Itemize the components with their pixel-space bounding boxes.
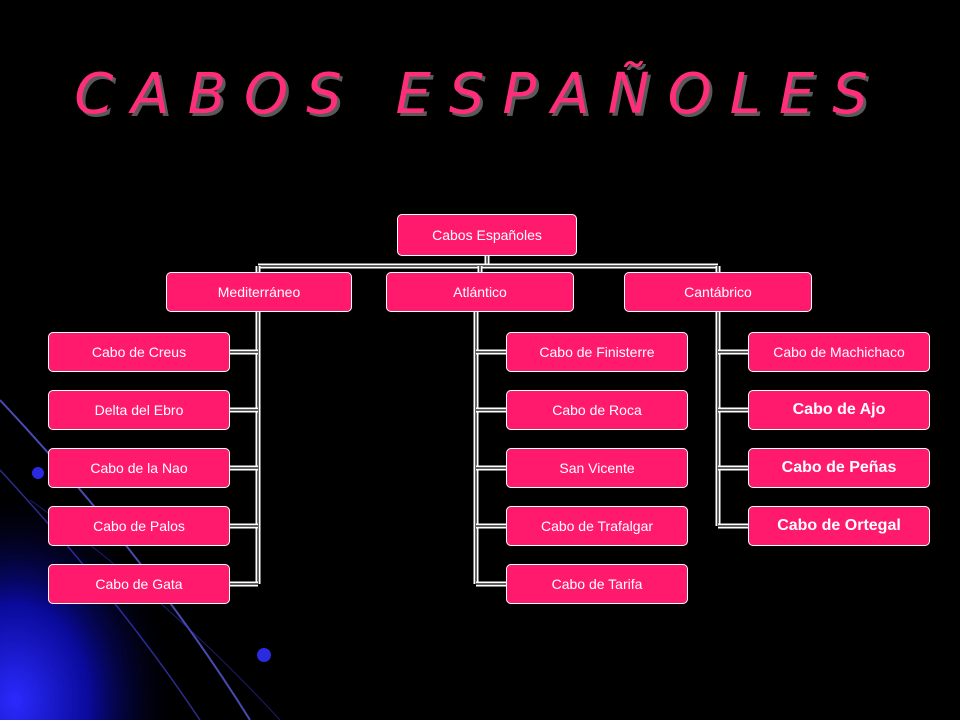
- item-cabo-de-gata: Cabo de Gata: [48, 564, 230, 604]
- item-cabo-de-tarifa: Cabo de Tarifa: [506, 564, 688, 604]
- item-cabo-de-machichaco: Cabo de Machichaco: [748, 332, 930, 372]
- item-cabo-de-la-nao: Cabo de la Nao: [48, 448, 230, 488]
- item-cabo-de-roca: Cabo de Roca: [506, 390, 688, 430]
- item-cabo-de-palos: Cabo de Palos: [48, 506, 230, 546]
- item-cabo-de-penas: Cabo de Peñas: [748, 448, 930, 488]
- item-san-vicente: San Vicente: [506, 448, 688, 488]
- item-cabo-de-finisterre: Cabo de Finisterre: [506, 332, 688, 372]
- branch-atlantico: Atlántico: [386, 272, 574, 312]
- item-cabo-de-creus: Cabo de Creus: [48, 332, 230, 372]
- page-title: CABOS ESPAÑOLES: [74, 62, 886, 127]
- item-cabo-de-ajo: Cabo de Ajo: [748, 390, 930, 430]
- item-cabo-de-trafalgar: Cabo de Trafalgar: [506, 506, 688, 546]
- root-node: Cabos Españoles: [397, 214, 577, 256]
- item-delta-del-ebro: Delta del Ebro: [48, 390, 230, 430]
- item-cabo-de-ortegal: Cabo de Ortegal: [748, 506, 930, 546]
- branch-cantabrico: Cantábrico: [624, 272, 812, 312]
- branch-mediterraneo: Mediterráneo: [166, 272, 352, 312]
